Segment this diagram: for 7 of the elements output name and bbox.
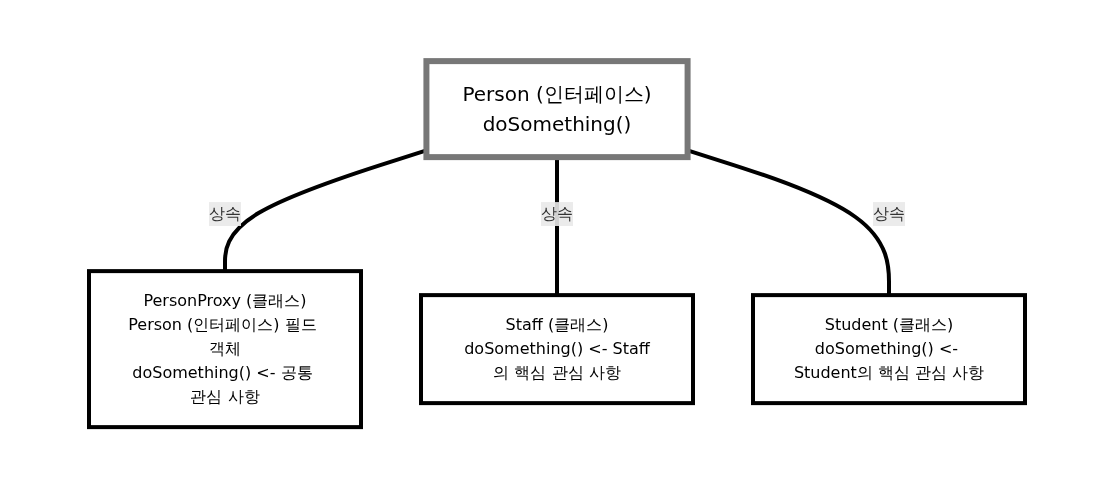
node-box: PersonProxy (클래스) Person (인터페이스) 필드 객체 doSomething() <- 공통 관심 사항: [87, 269, 363, 429]
edge-label: 상속: [209, 203, 241, 223]
node-box: Student (클래스) doSomething() <- Student의 핵심 관심 사항: [751, 293, 1027, 405]
edge-label: 상속: [873, 203, 905, 223]
node-box: Staff (클래스) doSomething() <- Staff의 핵심 관심 사항: [419, 293, 695, 405]
edge-label: 상속: [541, 203, 573, 223]
node-box: Person (인터페이스) doSomething(): [423, 58, 691, 160]
